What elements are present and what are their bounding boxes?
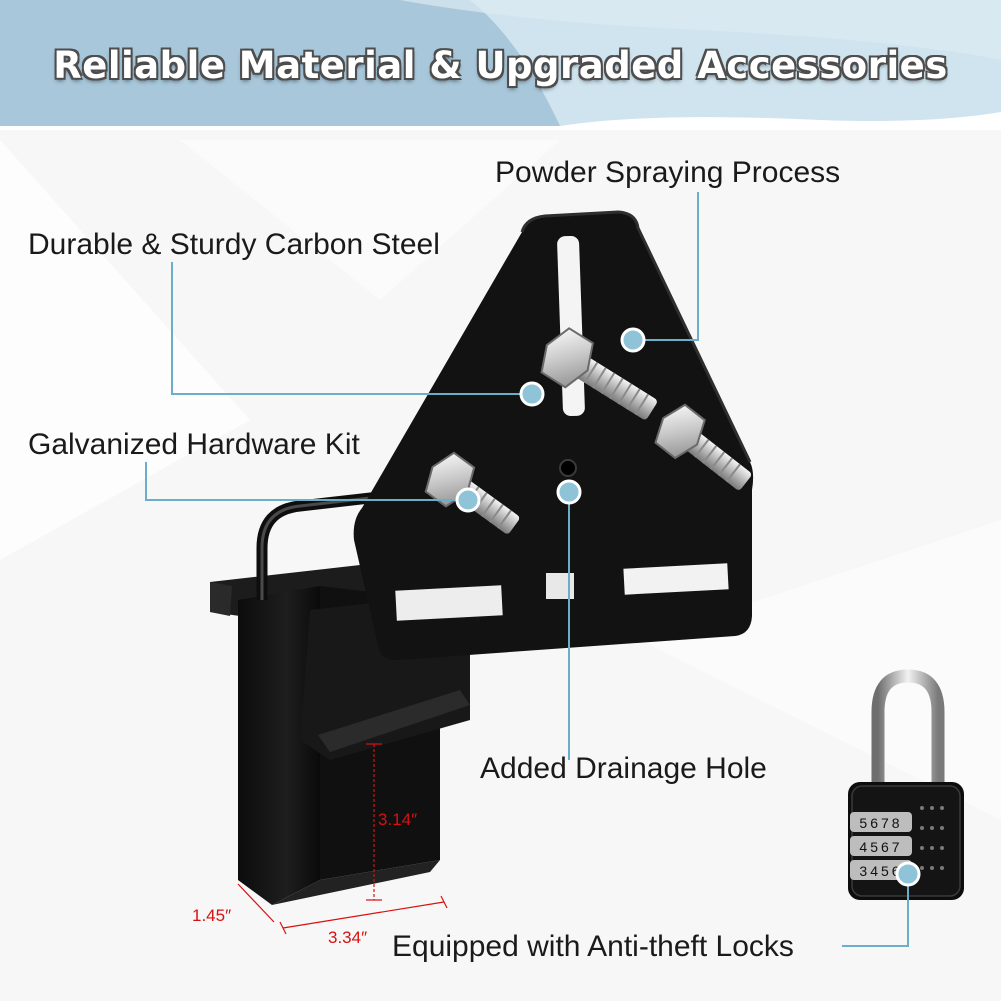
dimension-height-label: 3.14″	[378, 810, 418, 829]
lock-digits-row-3: 3456	[859, 863, 902, 879]
lock-digits-row-1: 5678	[859, 815, 902, 831]
callout-carbon-steel: Durable & Sturdy Carbon Steel	[28, 228, 440, 261]
callout-dot-locks	[895, 861, 921, 887]
callout-dot-powder	[620, 327, 646, 353]
dimension-depth-label: 1.45″	[192, 906, 232, 925]
banner-title: Reliable Material & Upgraded Accessories	[53, 44, 948, 87]
callout-dot-drainage	[556, 479, 582, 505]
callout-anti-theft-locks: Equipped with Anti-theft Locks	[392, 930, 794, 963]
callout-leader-lines	[145, 192, 909, 947]
callout-hardware-kit: Galvanized Hardware Kit	[28, 428, 360, 461]
dimension-width-label: 3.34″	[328, 928, 368, 947]
callout-dot-hardware	[455, 487, 481, 513]
callout-powder-spraying: Powder Spraying Process	[495, 156, 841, 189]
dimension-lines	[237, 743, 448, 935]
combination-lock-illustration: 5678 4567 3456	[848, 669, 964, 900]
lock-digits-row-2: 4567	[859, 839, 902, 855]
callout-drainage-hole: Added Drainage Hole	[480, 752, 767, 785]
hitch-tube	[210, 565, 476, 905]
banner-background	[0, 0, 1001, 126]
u-bolt	[256, 484, 441, 600]
callout-dots	[455, 327, 921, 887]
hardware-bolts	[424, 327, 752, 534]
callout-dot-steel	[519, 381, 545, 407]
